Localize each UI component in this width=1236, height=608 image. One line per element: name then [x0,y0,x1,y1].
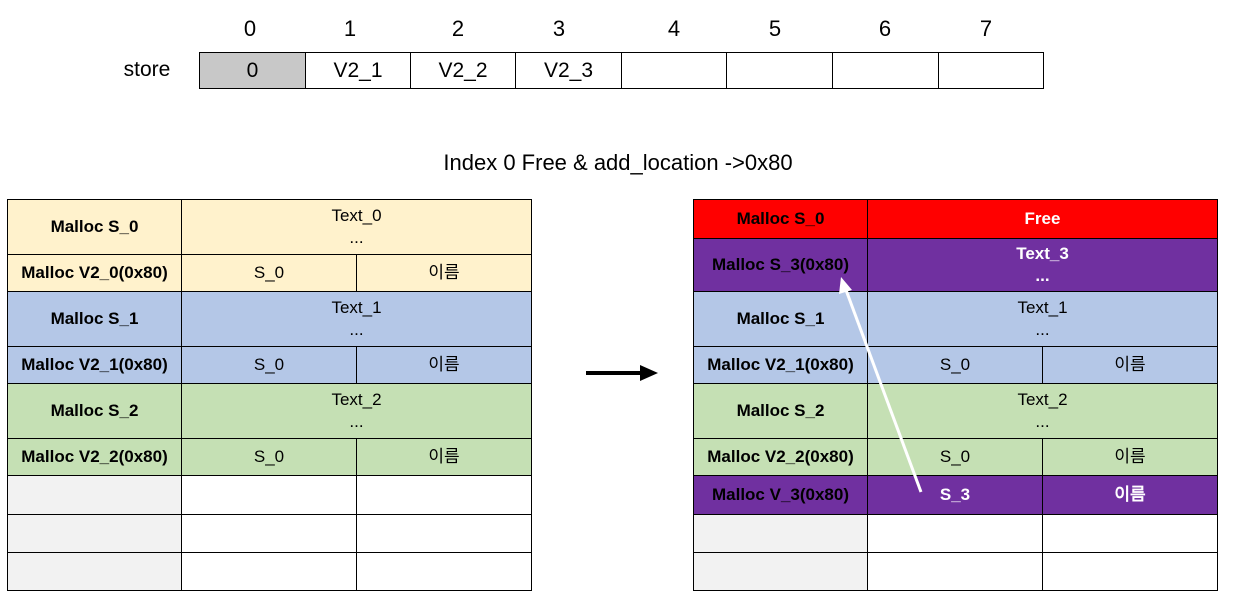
empty-label-cell [693,514,868,553]
store-cell-5 [726,52,833,89]
transition-arrow [586,365,658,381]
empty-cell [356,552,532,591]
right-memory-table: Malloc S_0 Free Malloc S_3(0x80) Text_3 … [693,199,1219,591]
ellipsis-line: ... [349,412,364,431]
left-label-s2: Malloc S_2 [7,383,182,439]
store-cell-7 [938,52,1044,89]
left-row-s0: Malloc S_0 Text_0 ... [7,199,532,255]
right-cell-pointer: S_0 [867,438,1043,476]
left-row-s1: Malloc S_1 Text_1 ... [7,291,532,347]
left-label-s1: Malloc S_1 [7,291,182,347]
store-index-1: 1 [343,16,357,41]
right-cell-name: 이름 [1041,346,1219,384]
empty-label-cell [7,514,182,553]
store-cell-3: V2_3 [515,52,622,89]
right-label-v3: Malloc V_3(0x80) [693,475,868,515]
free-marker: Free [866,199,1219,239]
empty-cell [867,552,1043,591]
left-cell-name: 이름 [356,438,532,476]
left-label-s0: Malloc S_0 [7,199,182,255]
right-cell-name: 이름 [1041,438,1219,476]
store-label: store [123,58,171,81]
left-label-v2-1: Malloc V2_1(0x80) [7,346,182,384]
empty-label-cell [7,552,182,591]
empty-cell [867,514,1043,553]
right-cell-pointer: S_0 [867,346,1043,384]
right-row-v3: Malloc V_3(0x80) S_3 이름 [693,475,1219,515]
store-cell-4 [621,52,727,89]
right-label-s2: Malloc S_2 [693,383,868,439]
store-index-7: 7 [979,16,993,41]
ellipsis-line: ... [349,228,364,247]
diagram-title: Index 0 Free & add_location ->0x80 [443,150,793,175]
right-label-s3: Malloc S_3(0x80) [693,238,868,292]
right-row-v2-1: Malloc V2_1(0x80) S_0 이름 [693,346,1219,384]
store-cell-0: 0 [199,52,306,89]
ellipsis-line: ... [1035,412,1050,431]
left-label-v2-0: Malloc V2_0(0x80) [7,254,182,292]
right-row-empty [693,514,1219,553]
right-label-s0: Malloc S_0 [693,199,868,239]
store-index-5: 5 [768,16,782,41]
left-row-empty [7,552,532,591]
text-line: Text_3 [1016,244,1069,263]
left-label-v2-2: Malloc V2_2(0x80) [7,438,182,476]
empty-cell [181,552,357,591]
right-row-s1: Malloc S_1 Text_1 ... [693,291,1219,347]
store-cell-2: V2_2 [410,52,516,89]
left-row-empty [7,514,532,553]
empty-label-cell [693,552,868,591]
left-content-s2: Text_2 ... [181,383,532,439]
left-content-s1: Text_1 ... [181,291,532,347]
empty-cell [181,514,357,553]
empty-label-cell [7,475,182,515]
ellipsis-line: ... [349,320,364,339]
store-index-2: 2 [451,16,465,41]
store-index-6: 6 [878,16,892,41]
left-row-v2-0: Malloc V2_0(0x80) S_0 이름 [7,254,532,292]
right-row-empty [693,552,1219,591]
store-index-3: 3 [552,16,566,41]
ellipsis-line: ... [1035,266,1050,285]
left-cell-name: 이름 [356,346,532,384]
left-cell-pointer: S_0 [181,438,357,476]
left-cell-pointer: S_0 [181,346,357,384]
store-cell-6 [832,52,939,89]
store-cell-1: V2_1 [305,52,411,89]
right-content-s3: Text_3 ... [866,238,1219,292]
left-cell-name: 이름 [356,254,532,292]
left-row-v2-1: Malloc V2_1(0x80) S_0 이름 [7,346,532,384]
text-line: Text_1 [1017,298,1068,317]
text-line: Text_1 [331,298,382,317]
ellipsis-line: ... [1035,320,1050,339]
left-memory-table: Malloc S_0 Text_0 ... Malloc V2_0(0x80) … [7,199,532,591]
empty-cell [181,475,357,515]
empty-cell [1041,514,1219,553]
right-row-s2: Malloc S_2 Text_2 ... [693,383,1219,439]
text-line: Text_2 [331,390,382,409]
right-label-v2-2: Malloc V2_2(0x80) [693,438,868,476]
empty-cell [1041,552,1219,591]
left-cell-pointer: S_0 [181,254,357,292]
right-row-v2-2: Malloc V2_2(0x80) S_0 이름 [693,438,1219,476]
left-row-v2-2: Malloc V2_2(0x80) S_0 이름 [7,438,532,476]
right-content-s2: Text_2 ... [866,383,1219,439]
store-index-4: 4 [667,16,681,41]
store-index-0: 0 [243,16,257,41]
left-row-s2: Malloc S_2 Text_2 ... [7,383,532,439]
right-label-v2-1: Malloc V2_1(0x80) [693,346,868,384]
empty-cell [356,514,532,553]
empty-cell [356,475,532,515]
text-line: Text_0 [331,206,382,225]
right-cell-pointer-s3: S_3 [867,475,1043,515]
right-label-s1: Malloc S_1 [693,291,868,347]
right-cell-name: 이름 [1041,475,1219,515]
text-line: Text_2 [1017,390,1068,409]
left-content-s0: Text_0 ... [181,199,532,255]
left-row-empty [7,475,532,515]
right-row-s0-freed: Malloc S_0 Free [693,199,1219,239]
right-row-s3: Malloc S_3(0x80) Text_3 ... [693,238,1219,292]
right-content-s1: Text_1 ... [866,291,1219,347]
